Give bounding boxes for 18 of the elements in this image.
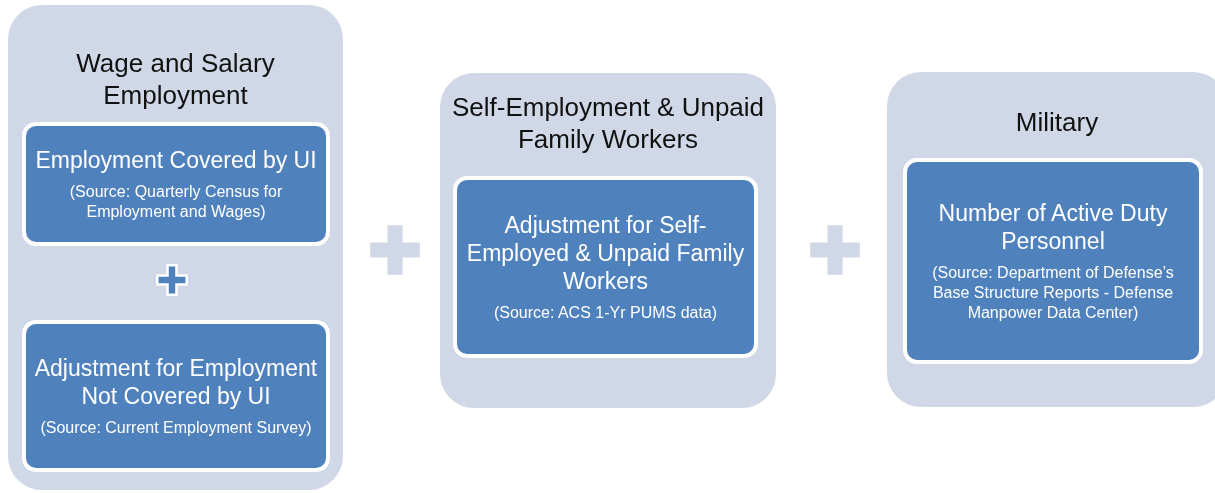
box-title: Number of Active Duty Personnel [937, 199, 1169, 255]
group-panel [440, 73, 776, 408]
group-panel [887, 72, 1215, 407]
group-panel [8, 5, 343, 490]
group-title: Wage and Salary Employment [75, 47, 276, 111]
group-title: Military [1014, 106, 1100, 138]
process-box [903, 158, 1203, 364]
source-note: (Source: Department of Defense’s Base Structure Reports - Defense Manpower Data Center) [931, 263, 1175, 323]
process-box [22, 320, 330, 472]
box-title: Adjustment for Employment Not Covered by UI [34, 354, 318, 410]
source-note: (Source: Quarterly Census for Employment and Wages) [68, 182, 284, 222]
process-box [22, 122, 330, 246]
box-title: Adjustment for Self-Employed & Unpaid Family Workers [465, 211, 746, 295]
source-note: (Source: ACS 1-Yr PUMS data) [493, 303, 718, 323]
group-title: Self-Employment & Unpaid Family Workers [450, 91, 766, 155]
source-note: (Source: Current Employment Survey) [40, 418, 312, 438]
process-box [453, 176, 758, 358]
box-title: Employment Covered by UI [35, 146, 317, 174]
